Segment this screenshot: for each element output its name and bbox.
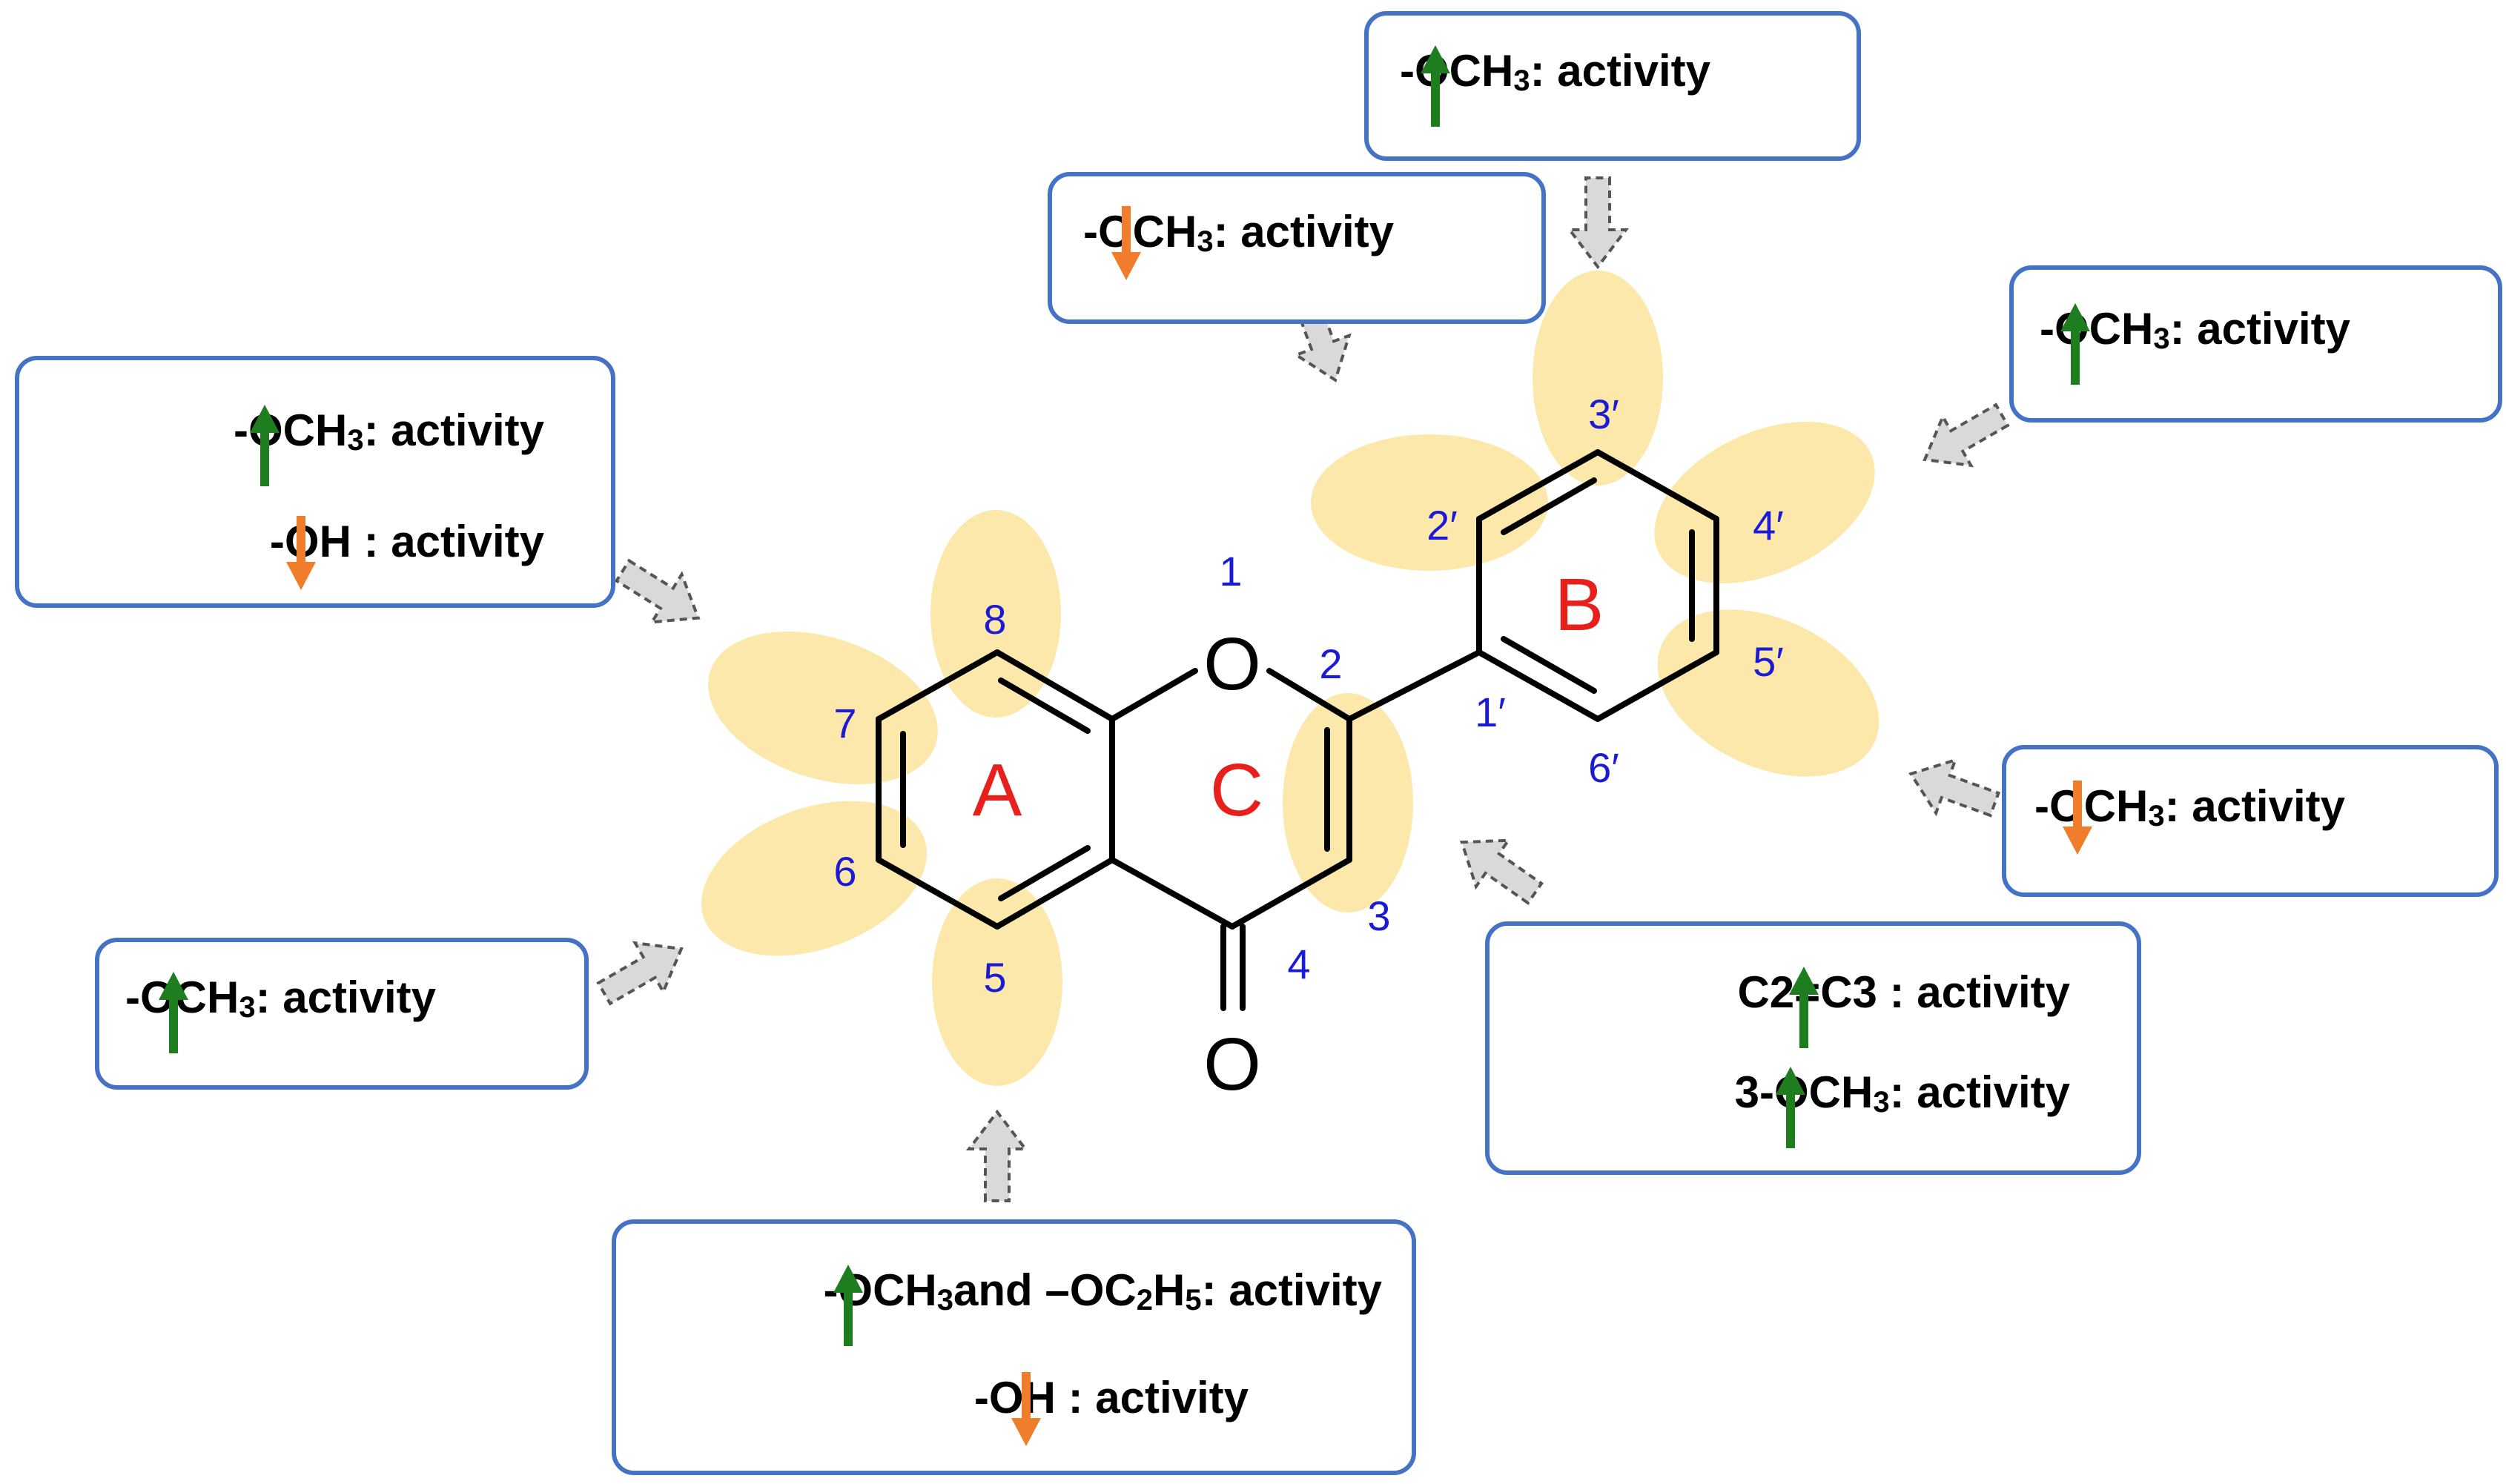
highlight-4p [1654,422,1875,583]
ring-label-c: C [1210,749,1263,832]
down-arrow-icon [1111,206,1141,280]
highlight-5 [932,878,1062,1086]
bonds [876,449,1719,1011]
up-arrow-icon [250,405,280,486]
position-1-prime: 1′ [1475,689,1506,735]
pointer-arrow-6 [589,923,697,1019]
highlight-7 [708,632,938,784]
ring-label-b: B [1555,563,1604,646]
up-arrow-icon [1421,45,1450,127]
pointer-arrow-5 [968,1110,1027,1202]
down-arrow-icon [2063,781,2092,855]
position-4: 4 [1287,941,1310,987]
position-8: 8 [983,596,1006,643]
position-7: 7 [833,700,856,746]
pointer-arrow-c2c3 [1444,818,1553,918]
up-arrow-icon [1775,1067,1805,1148]
highlight-5p [1657,609,1879,777]
up-arrow-icon [833,1265,864,1346]
down-arrow-icon [1011,1372,1041,1446]
position-5: 5 [983,954,1006,1001]
pointer-arrow-5p [1900,746,2006,832]
ring-label-a: A [973,749,1022,832]
pointer-arrow-4p [1909,389,2017,486]
highlight-2p [1311,434,1548,571]
position-2-prime: 2′ [1426,502,1458,549]
highlight-3p [1533,271,1663,486]
box-5-line-2: -OH : activity [974,1372,1249,1446]
highlight-8 [930,510,1061,718]
pointer-arrow-3p [1568,176,1627,268]
position-6: 6 [833,848,856,895]
up-arrow-icon [1789,967,1819,1048]
position-3-prime: 3′ [1588,391,1619,437]
box-7-line-2: -OH : activity [270,516,544,590]
ring-oxygen-label: O [1203,623,1261,706]
highlight-6 [701,801,927,956]
position-2: 2 [1319,640,1342,687]
up-arrow-icon [2060,303,2090,385]
position-1: 1 [1219,548,1242,594]
position-3: 3 [1367,892,1390,939]
carbonyl-oxygen-label: O [1203,1023,1261,1106]
up-arrow-icon [159,972,188,1053]
down-arrow-icon [285,516,316,590]
position-4-prime: 4′ [1753,502,1784,549]
position-6-prime: 6′ [1588,744,1619,791]
box-c23-line-1: C2=C3 : activity [1737,967,2070,1048]
position-numbers: 1 2 3 4 5 6 7 8 1′ 2′ 3′ 4′ 5′ 6′ [833,391,1783,1001]
position-5-prime: 5′ [1753,638,1784,685]
pointer-arrow-7 [606,545,715,643]
